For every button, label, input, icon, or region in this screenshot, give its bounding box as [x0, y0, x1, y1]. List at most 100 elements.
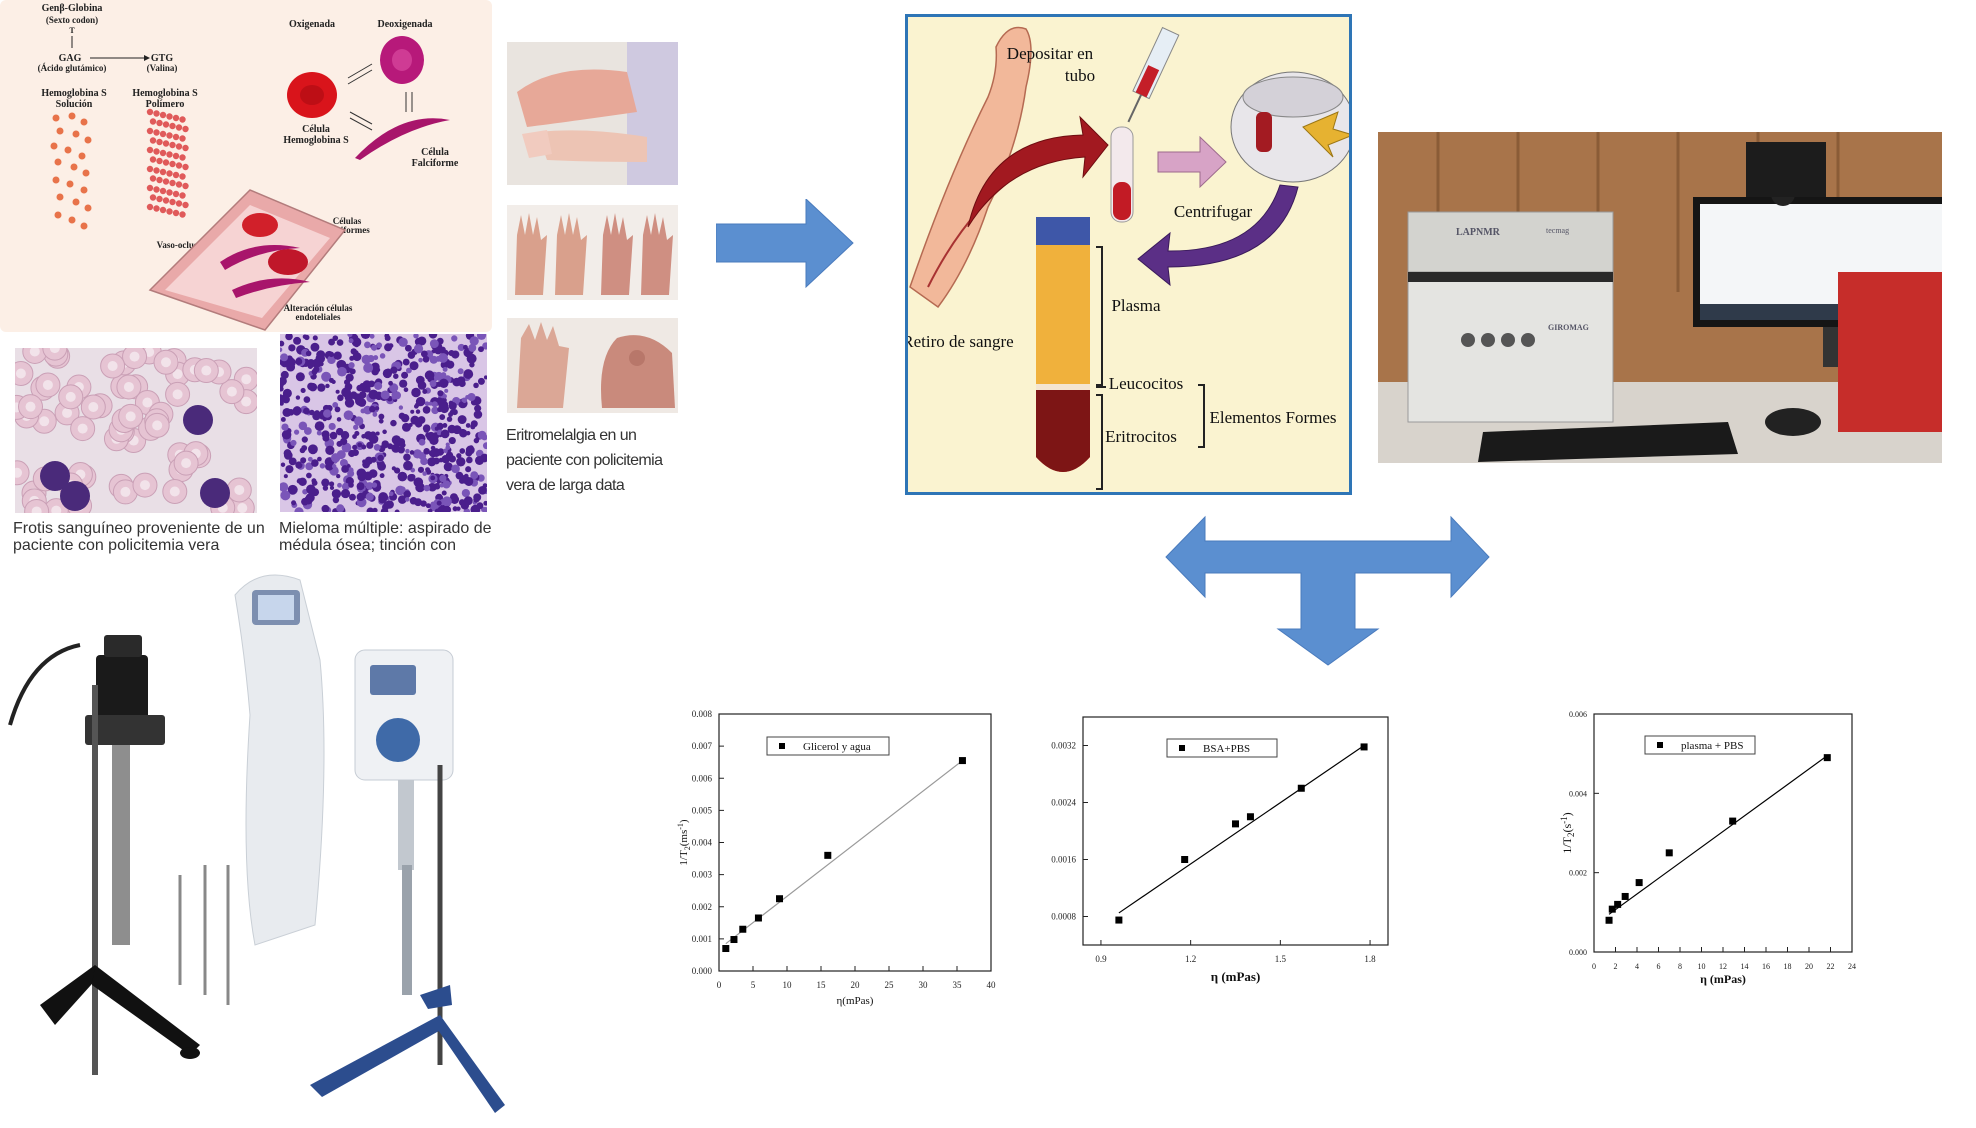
x-tick-label: 8 [1678, 962, 1682, 971]
marrow-cell [357, 398, 367, 407]
marrow-cell [280, 417, 286, 422]
marrow-cell [311, 478, 317, 484]
marrow-cell [470, 504, 481, 512]
red-blood-cell-center [226, 386, 237, 397]
marrow-cell [451, 464, 460, 474]
polymer-dot [169, 122, 176, 130]
legend-label: Glicerol y agua [803, 741, 871, 753]
marrow-cell [280, 347, 283, 353]
marrow-cell [336, 417, 342, 422]
marrow-cell [456, 506, 461, 511]
marrow-cell [328, 377, 334, 383]
marrow-cell [375, 431, 380, 436]
marrow-cell [295, 395, 301, 400]
marrow-cell [469, 362, 475, 368]
marrow-cell [314, 410, 320, 417]
marrow-cell [340, 489, 351, 499]
marrow-cell [348, 362, 355, 369]
marrow-cell [458, 401, 464, 407]
plasma-label: Plasma [1111, 296, 1161, 315]
marrow-cell [399, 379, 408, 388]
marrow-cell [407, 351, 416, 359]
marrow-cell [400, 442, 406, 448]
marrow-cell [450, 426, 457, 432]
marrow-cell [340, 437, 348, 446]
marrow-cell [336, 473, 341, 479]
polymer-dot [156, 176, 163, 184]
marrow-cell [437, 431, 442, 436]
x-tick-label: 18 [1784, 962, 1792, 971]
marrow-cell [420, 350, 428, 358]
marrow-cell [295, 357, 303, 366]
marrow-cell [337, 482, 342, 488]
marrow-cell [461, 488, 470, 498]
marrow-cell [293, 429, 300, 435]
marrow-cell [478, 346, 484, 353]
red-blood-cell-center [169, 486, 180, 497]
marrow-cell [443, 505, 452, 512]
polymer-dot [179, 135, 186, 142]
hands-photo-1 [507, 42, 678, 185]
fit-line [1608, 755, 1828, 915]
myeloma-caption: Mieloma múltiple: aspirado de médula óse… [279, 520, 492, 554]
marrow-cell [402, 425, 408, 431]
y-axis-label: 1/T2(s-1) [1559, 812, 1576, 853]
marrow-cell [469, 336, 479, 346]
y-tick-label: 0.003 [692, 870, 713, 880]
marrow-cell [417, 466, 425, 473]
hbs-cell-label-2: Hemoglobina S [283, 135, 349, 146]
marrow-cell [299, 447, 306, 454]
marrow-cell [316, 350, 326, 360]
marrow-cell [464, 477, 474, 486]
x-tick-label: 12 [1719, 962, 1727, 971]
red-blood-cell-center [234, 484, 245, 495]
white-blood-cell [200, 478, 230, 508]
marrow-cell [344, 379, 351, 386]
polymer-dot [156, 138, 163, 146]
polymer-dot [146, 127, 154, 135]
marrow-cell [287, 363, 295, 371]
red-blood-cell-center [39, 416, 50, 427]
marrow-cell [448, 400, 454, 406]
marrow-cell [337, 366, 347, 377]
red-blood-cell-center [172, 369, 183, 380]
polymer-dot [162, 197, 170, 204]
gtg-label: GTG [151, 53, 173, 64]
marrow-cell [429, 435, 439, 445]
polymer-dot [149, 118, 157, 125]
polymer-dot [179, 154, 186, 161]
oxygenated-label: Oxigenada [289, 19, 335, 30]
marrow-cell [303, 396, 311, 403]
polymer-dot [159, 149, 167, 157]
polymer-dot [182, 125, 189, 133]
marrow-cell [467, 392, 476, 402]
marrow-cell [404, 344, 412, 352]
marrow-cell [457, 368, 464, 375]
marrow-cell [302, 334, 308, 339]
endothelial-label-2: endoteliales [296, 312, 341, 322]
data-point [722, 945, 730, 953]
marrow-cell [440, 360, 449, 369]
polymer-dot [166, 151, 173, 158]
leukocytes-label: Leucocitos [1109, 374, 1184, 393]
marrow-cell [311, 368, 318, 375]
polymer-dot [172, 152, 180, 160]
marrow-cell [368, 380, 376, 388]
marrow-cell [280, 340, 285, 347]
marrow-cell [339, 458, 348, 467]
marrow-cell [446, 416, 453, 422]
marrow-cell [398, 337, 408, 347]
x-tick-label: 1.5 [1275, 954, 1287, 964]
marrow-cell [378, 413, 385, 420]
legend-box [1644, 735, 1756, 755]
marrow-cell [334, 406, 341, 413]
data-point [1823, 754, 1831, 762]
marrow-cell [441, 496, 452, 507]
marrow-cell [341, 465, 349, 473]
red-blood-cell-center [107, 360, 118, 371]
x-tick-label: 15 [817, 980, 827, 990]
polymer-dot [153, 110, 160, 117]
marrow-cell [477, 377, 485, 385]
red-blood-cell-center [25, 401, 36, 412]
polymer-dot [153, 129, 160, 136]
